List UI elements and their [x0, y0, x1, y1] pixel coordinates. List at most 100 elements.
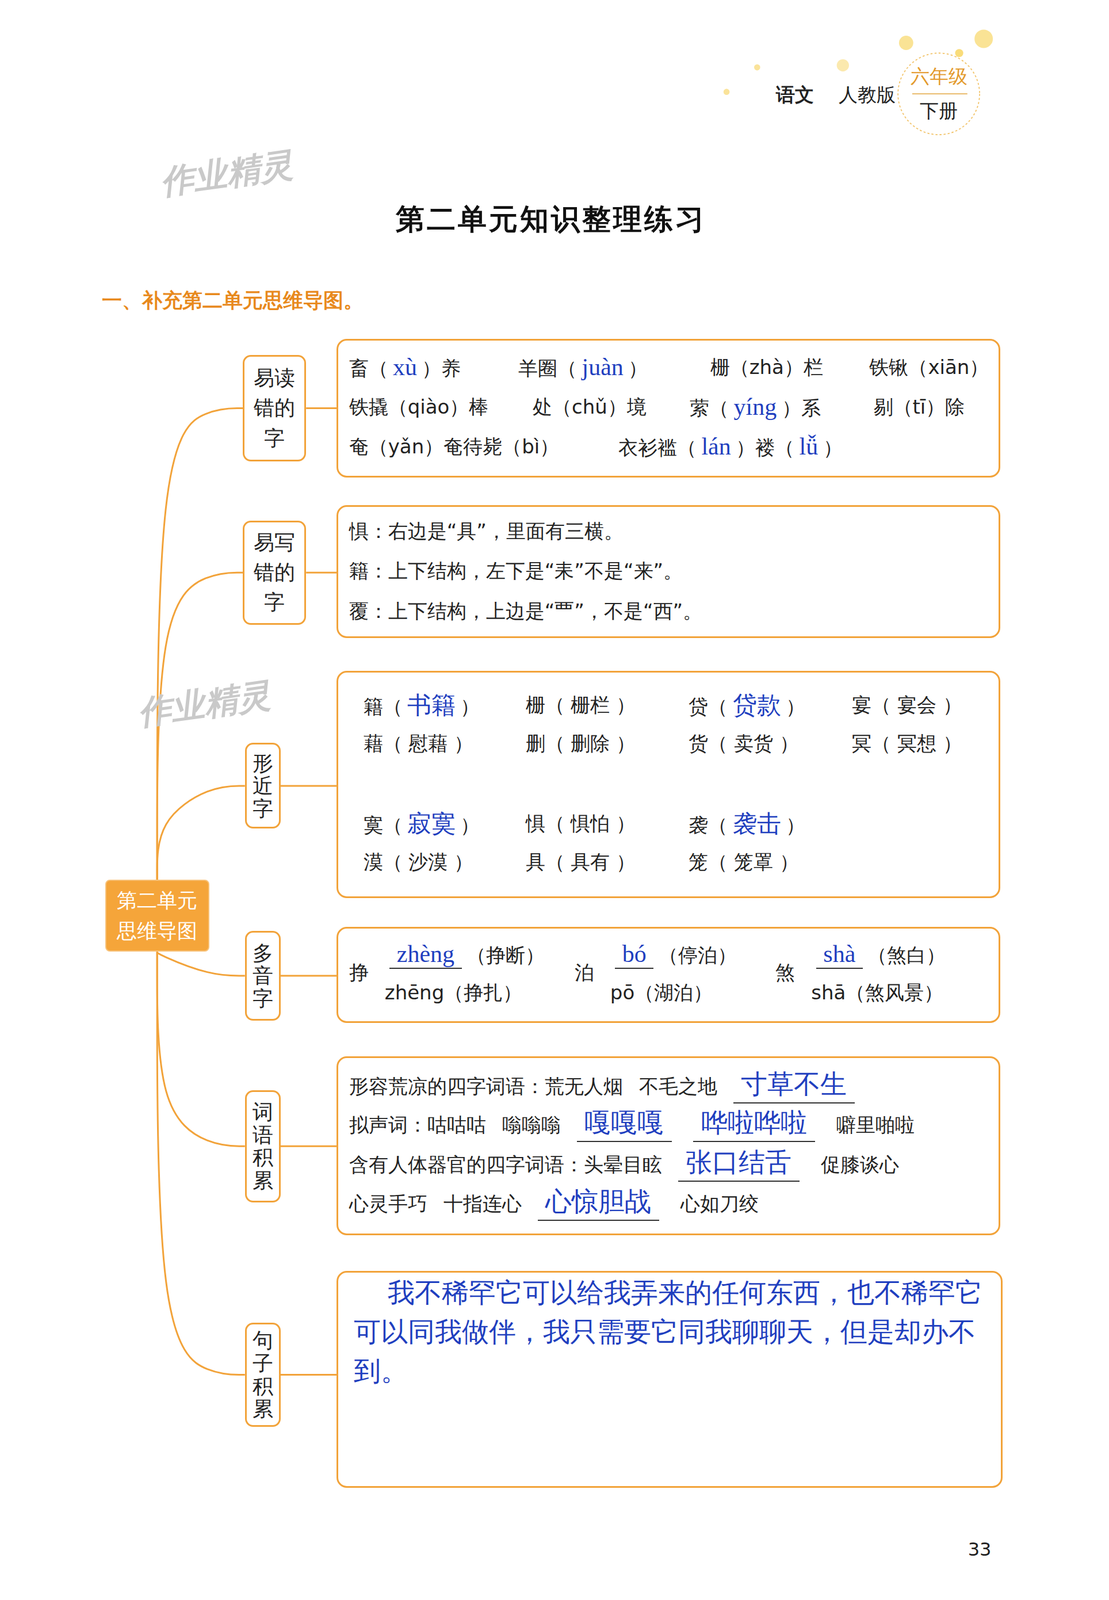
subject-label: 语文	[775, 81, 814, 108]
branch-connector	[306, 407, 337, 409]
text-row: zhēng（挣扎）	[384, 979, 523, 1007]
branch-box: 易写错的字	[242, 520, 307, 625]
printed-text: 拟声词：	[349, 1111, 428, 1139]
text-row: 挣	[349, 959, 369, 986]
content-box: 我不稀罕它可以给我弄来的任何东西，也不稀罕它可以同我做伴，我只需要它同我聊聊天，…	[336, 1270, 1003, 1489]
printed-text: zhēng（挣扎）	[384, 979, 523, 1007]
branch-connector	[280, 1145, 338, 1147]
printed-text: 畜（	[349, 355, 389, 382]
printed-text: shā（煞风景）	[811, 979, 944, 1007]
printed-text: 煞	[775, 959, 795, 986]
answer-text: 寂寞	[407, 807, 456, 840]
printed-text: 挣	[349, 959, 369, 986]
printed-text: ）	[460, 812, 480, 839]
header-dot	[954, 48, 963, 57]
text-row: 栅（zhà）栏	[710, 354, 824, 381]
printed-text: ）养	[421, 355, 461, 382]
text-row: 形容荒凉的四字词语：荒无人烟不毛之地寸草不生	[349, 1066, 861, 1104]
printed-text: 漠（ 沙漠 ）	[363, 849, 474, 876]
branch-connector	[157, 951, 246, 1375]
answer-text: 书籍	[407, 689, 456, 722]
answer-text: shà	[816, 939, 863, 969]
node-label: 易读错的字	[253, 362, 296, 454]
printed-text: 咕咕咕	[427, 1111, 487, 1139]
printed-text: 羊圈（	[518, 355, 577, 382]
watermark: 作业精灵	[134, 672, 274, 736]
printed-text: 泊	[574, 959, 595, 986]
text-row: 删（ 删除 ）	[525, 730, 637, 757]
text-row: 笼（ 笼罩 ）	[688, 849, 799, 876]
text-row: shā（煞风景）	[811, 979, 944, 1007]
branch-connector	[157, 785, 246, 880]
printed-text: 十指连心	[443, 1190, 522, 1218]
printed-text: 促膝谈心	[820, 1151, 900, 1179]
printed-text: 噼里啪啦	[836, 1111, 915, 1139]
node-label: 多音字	[252, 941, 274, 1011]
printed-text: ）	[460, 693, 480, 721]
printed-text: 萦（	[689, 395, 729, 422]
branch-box: 多音字	[245, 930, 281, 1021]
printed-text: 冥（ 冥想 ）	[851, 730, 963, 757]
printed-text: 含有人体器官的四字词语：	[349, 1151, 584, 1179]
branch-box: 句子积累	[245, 1322, 281, 1427]
printed-text: （停泊）	[658, 942, 737, 969]
text-row: 籍：上下结构，左下是“耒”不是“来”。	[349, 557, 683, 585]
answer-text: juàn	[582, 353, 624, 381]
printed-text: 剔（tī）除	[873, 394, 966, 421]
answer-text: lǚ	[799, 432, 819, 461]
answer-sentence: 我不稀罕它可以给我弄来的任何东西，也不稀罕它可以同我做伴，我只需要它同我聊聊天，…	[353, 1272, 995, 1391]
printed-text: 不毛之地	[639, 1073, 718, 1100]
section-heading: 一、补充第二单元思维导图。	[101, 286, 364, 314]
content-box: 籍（书籍）藉（ 慰藉 ）栅（ 栅栏 ）删（ 删除 ）贷（贷款）货（ 卖货 ）宴（…	[336, 670, 1000, 899]
printed-text: 笼（ 笼罩 ）	[688, 849, 799, 876]
text-row: 羊圈（juàn）	[518, 353, 648, 382]
content-box: 畜（xù）养羊圈（juàn）栅（zhà）栏铁锹（xiān）铁撬（qiào）棒处（…	[336, 338, 1000, 478]
printed-text: 心灵手巧	[349, 1190, 428, 1218]
content-box: 惧：右边是“具”，里面有三横。籍：上下结构，左下是“耒”不是“来”。覆：上下结构…	[336, 505, 1000, 638]
text-row: 冥（ 冥想 ）	[851, 730, 963, 757]
branch-connector	[157, 408, 243, 881]
answer-text: 心惊胆战	[537, 1183, 660, 1221]
printed-text: 货（ 卖货 ）	[688, 730, 799, 757]
node-label: 第二单元 思维导图	[113, 885, 201, 946]
answer-text: yíng	[733, 392, 778, 421]
printed-text: 铁撬（qiào）棒	[349, 394, 489, 421]
printed-text: ）	[785, 693, 806, 721]
branch-box: 形近字	[245, 742, 281, 829]
printed-text: ）系	[781, 395, 821, 422]
header-dot	[899, 35, 914, 51]
header-divider	[912, 93, 968, 95]
printed-text: 形容荒凉的四字词语：	[349, 1073, 545, 1100]
printed-text: 籍（	[363, 693, 403, 721]
answer-text: 哗啦哗啦	[693, 1104, 816, 1142]
printed-text: 删（ 删除 ）	[525, 730, 637, 757]
header-circle	[897, 52, 980, 135]
answer-text: 寸草不生	[733, 1066, 856, 1104]
printed-text: ）	[785, 812, 806, 839]
text-row: 覆：上下结构，上边是“覀”，不是“西”。	[349, 598, 703, 625]
printed-text: 嗡嗡嗡	[502, 1111, 561, 1139]
branch-connector	[306, 571, 337, 574]
printed-text: 惧（ 惧怕 ）	[525, 810, 637, 837]
text-row: 铁撬（qiào）棒	[349, 394, 489, 421]
text-row: 藉（ 慰藉 ）	[363, 730, 474, 757]
printed-text: 寞（	[363, 812, 403, 839]
root-node: 第二单元 思维导图	[105, 879, 210, 952]
text-row: 含有人体器官的四字词语：头晕目眩张口结舌促膝谈心	[349, 1144, 900, 1182]
text-row: 煞	[775, 959, 795, 986]
node-label: 句子积累	[252, 1328, 274, 1420]
text-row: 泊	[574, 959, 595, 986]
answer-text: 袭击	[732, 807, 782, 840]
text-row: shà（煞白）	[811, 939, 946, 969]
printed-text: 头晕目眩	[583, 1151, 663, 1179]
text-row: 惧（ 惧怕 ）	[525, 810, 637, 837]
page-number: 33	[968, 1538, 992, 1560]
text-row: 袭（袭击）	[688, 807, 806, 840]
answer-text: bó	[614, 939, 654, 969]
printed-text: 覆：上下结构，上边是“覀”，不是“西”。	[349, 598, 703, 625]
printed-text: 栅（zhà）栏	[710, 354, 824, 381]
header-dot	[836, 59, 850, 72]
header-dot	[974, 29, 993, 48]
text-row: 漠（ 沙漠 ）	[363, 849, 474, 876]
text-row: 贷（贷款）	[688, 689, 806, 722]
